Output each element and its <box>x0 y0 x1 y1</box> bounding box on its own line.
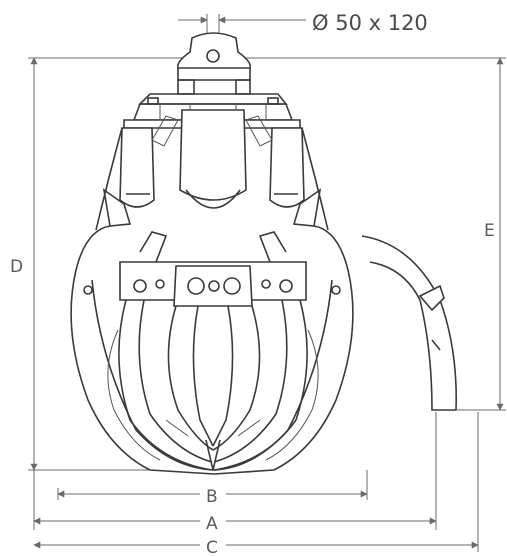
hydraulic-cylinders <box>102 109 322 227</box>
pin-dimension: Ø 50 x 120 <box>178 11 428 40</box>
open-tine-silhouette <box>361 235 457 411</box>
outer-tines <box>70 127 354 475</box>
dimension-d: D <box>10 57 210 471</box>
dimension-b-label: B <box>206 487 218 507</box>
dimension-e-label: E <box>484 221 495 241</box>
dimension-b: B <box>57 470 368 507</box>
top-lug <box>176 32 252 95</box>
dimension-a: A <box>33 412 437 534</box>
dimension-a-label: A <box>206 514 218 534</box>
dimension-d-label: D <box>10 257 23 277</box>
grapple-body <box>70 32 354 475</box>
inner-tines <box>107 299 319 471</box>
pin-spec-label: Ø 50 x 120 <box>312 11 428 35</box>
dimension-c: C <box>33 412 479 556</box>
dimension-c-label: C <box>206 538 218 556</box>
pivot-assembly <box>119 231 307 307</box>
